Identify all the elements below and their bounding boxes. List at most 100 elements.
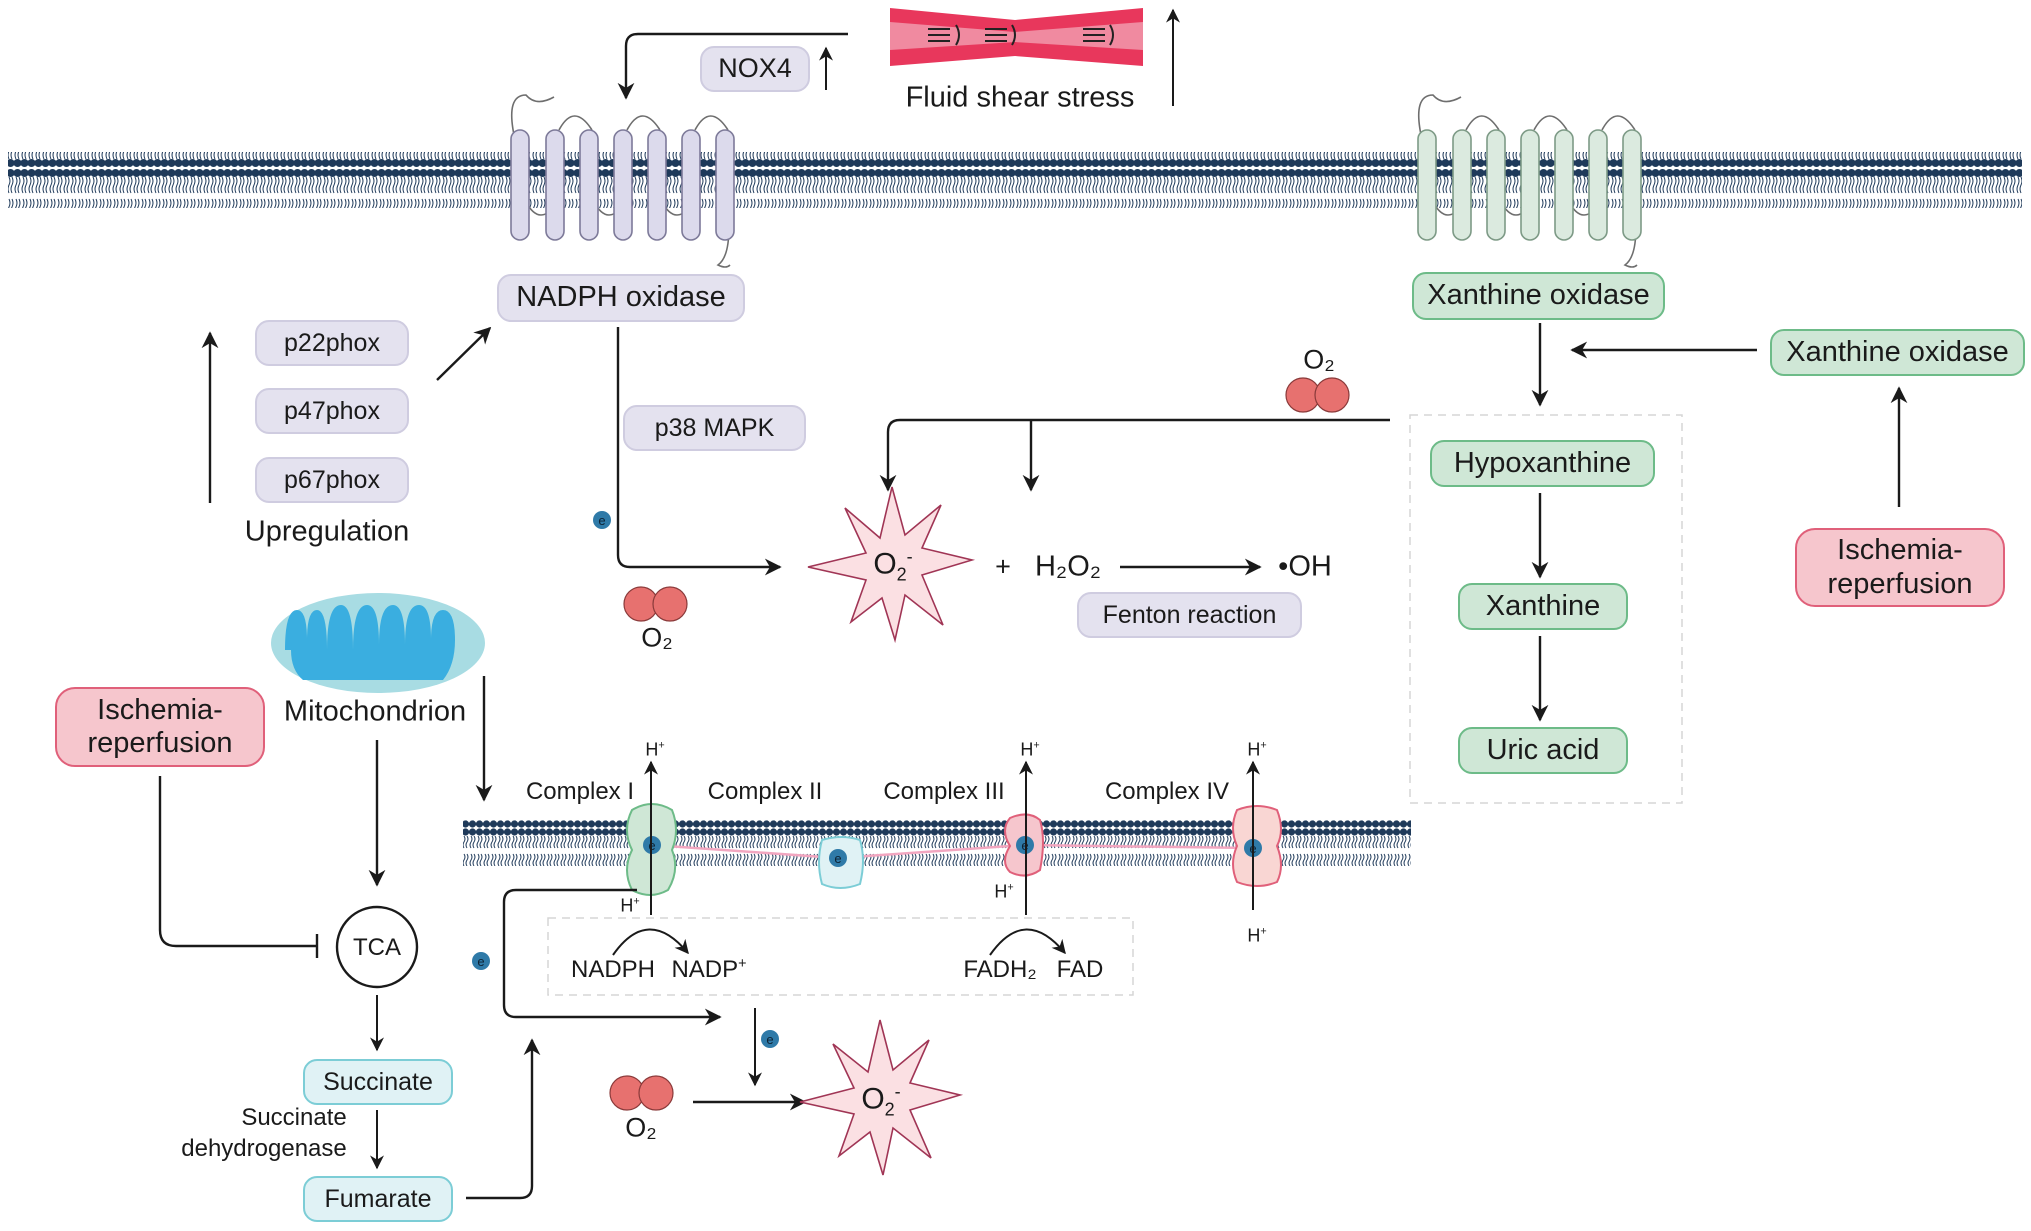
arrow-shear-to-nadph [617, 32, 848, 100]
mitochondrion-label: Mitochondrion [283, 695, 467, 728]
superoxide-sub: 2 [896, 564, 907, 585]
electron-transfer-line [651, 843, 1254, 860]
electron-icon: e [761, 1030, 779, 1048]
fenton-reaction-label: Fenton reaction [1102, 600, 1277, 629]
o2-label-nadph: O₂ [641, 622, 673, 653]
uric-acid-box: Uric acid [1458, 727, 1628, 774]
proton-label: H+ [1020, 740, 1039, 761]
xanthine-o2-branch [879, 418, 1390, 492]
fadh2-curve-arrow [989, 928, 1066, 956]
complex-iii-label: Complex III [883, 778, 1005, 805]
superoxide-sup: - [906, 546, 913, 567]
nadph-curve-arrow [612, 928, 689, 956]
xanthine-label: Xanthine [1485, 589, 1601, 622]
tca-label: TCA [353, 934, 401, 961]
hypoxanthine-box: Hypoxanthine [1430, 440, 1655, 487]
electron-icon: e [593, 511, 611, 529]
fumarate-label: Fumarate [324, 1184, 432, 1213]
p38-mapk-label: p38 MAPK [654, 413, 775, 442]
proton-sup: + [1260, 739, 1267, 752]
ischemia-line2: reperfusion [1827, 567, 1973, 600]
succinate-box: Succinate [303, 1059, 453, 1105]
complex-iv-label: Complex IV [1104, 778, 1230, 805]
superoxide-sup: - [894, 1081, 901, 1102]
uric-acid-label: Uric acid [1486, 733, 1600, 766]
nadp-text: NADP [671, 956, 739, 983]
o2-label-bottom: O₂ [625, 1112, 657, 1143]
xanthine-oxidase-right-box: Xanthine oxidase [1770, 329, 2025, 376]
xanthine-oxidase-label: Xanthine oxidase [1427, 279, 1650, 312]
ischemia-line1: Ischemia- [1837, 534, 1963, 567]
nox4-label: NOX4 [718, 53, 792, 84]
proton-sup: + [658, 739, 665, 752]
enzyme-line2: dehydrogenase [181, 1135, 347, 1162]
nadph-label: NADPH [570, 956, 656, 983]
p22phox-label: p22phox [284, 328, 380, 357]
complex-i-label: Complex I [525, 778, 635, 805]
superoxide-sub: 2 [884, 1099, 895, 1120]
ischemia-line2: reperfusion [87, 727, 233, 759]
plasma-membrane [8, 152, 2022, 208]
ischemia-line1: Ischemia- [97, 693, 223, 726]
svg-text:e: e [766, 1032, 773, 1047]
nadph-oxidase-protein [510, 94, 735, 268]
proton-sup: + [1260, 925, 1267, 938]
succinate-label: Succinate [323, 1067, 433, 1096]
proton-label: H+ [620, 896, 639, 917]
superoxide-o: O [873, 547, 897, 581]
proton-h: H [1247, 739, 1261, 760]
electron-icon: e [472, 952, 490, 970]
superoxide-star-bottom [799, 1019, 964, 1176]
superoxide-o: O [861, 1082, 885, 1116]
fenton-reaction-box: Fenton reaction [1077, 592, 1302, 638]
enzyme-line1: Succinate [241, 1103, 347, 1131]
p47phox-box: p47phox [255, 388, 409, 434]
fumarate-box: Fumarate [303, 1176, 453, 1222]
nadph-oxidase-box: NADPH oxidase [497, 274, 745, 322]
plus-sign: + [995, 551, 1011, 582]
proton-h: H [620, 895, 634, 916]
subunits-to-nadph-arrow [436, 326, 492, 381]
fumarate-to-etc-arrow [466, 1038, 541, 1200]
fadh2-label: FADH₂ [963, 956, 1037, 983]
etc-leak-arrow [502, 888, 722, 1026]
o2-molecule-top [1285, 377, 1350, 413]
superoxide-label-top: O2- [873, 547, 912, 586]
proton-h: H [994, 881, 1008, 902]
hypoxanthine-label: Hypoxanthine [1453, 446, 1632, 479]
nadp-label: NADP+ [671, 956, 746, 984]
nox4-box: NOX4 [700, 46, 810, 92]
blood-vessel-icon [890, 8, 1143, 66]
proton-label: H+ [1247, 926, 1266, 947]
superoxide-label-bottom: O2- [861, 1082, 900, 1121]
tca-cycle-icon [335, 905, 419, 989]
svg-text:e: e [834, 851, 841, 866]
p22phox-box: p22phox [255, 320, 409, 366]
xanthine-oxidase-right-label: Xanthine oxidase [1786, 335, 2009, 368]
p67phox-label: p67phox [284, 465, 380, 494]
superoxide-star-top [807, 486, 976, 644]
nadph-to-superoxide-arrow [616, 327, 782, 576]
electron-icon: e [829, 849, 847, 867]
xanthine-oxidase-membrane-box: Xanthine oxidase [1412, 272, 1665, 320]
upregulation-label: Upregulation [244, 515, 410, 548]
cofactor-dashed-box [547, 917, 1134, 996]
proton-sup: + [1033, 739, 1040, 752]
o2-label-top: O₂ [1303, 344, 1335, 375]
succinate-dehydrogenase-label: Succinate dehydrogenase [181, 1102, 346, 1164]
fad-label: FAD [1056, 956, 1104, 983]
h2o2-label: H₂O₂ [1034, 550, 1102, 583]
purine-dashed-box [1409, 414, 1683, 804]
ischemia-inhibits-tca [158, 776, 319, 958]
proton-h: H [1247, 925, 1261, 946]
nadp-sup: + [738, 956, 747, 972]
o2-molecule-bottom [609, 1075, 674, 1111]
proton-sup: + [1007, 881, 1014, 894]
fluid-shear-stress-label: Fluid shear stress [905, 81, 1135, 114]
p38-mapk-box: p38 MAPK [623, 405, 806, 451]
mitochondrion-icon [271, 593, 485, 693]
proton-label: H+ [1247, 740, 1266, 761]
svg-text:e: e [477, 954, 484, 969]
o2-molecule-nadph [623, 586, 688, 622]
